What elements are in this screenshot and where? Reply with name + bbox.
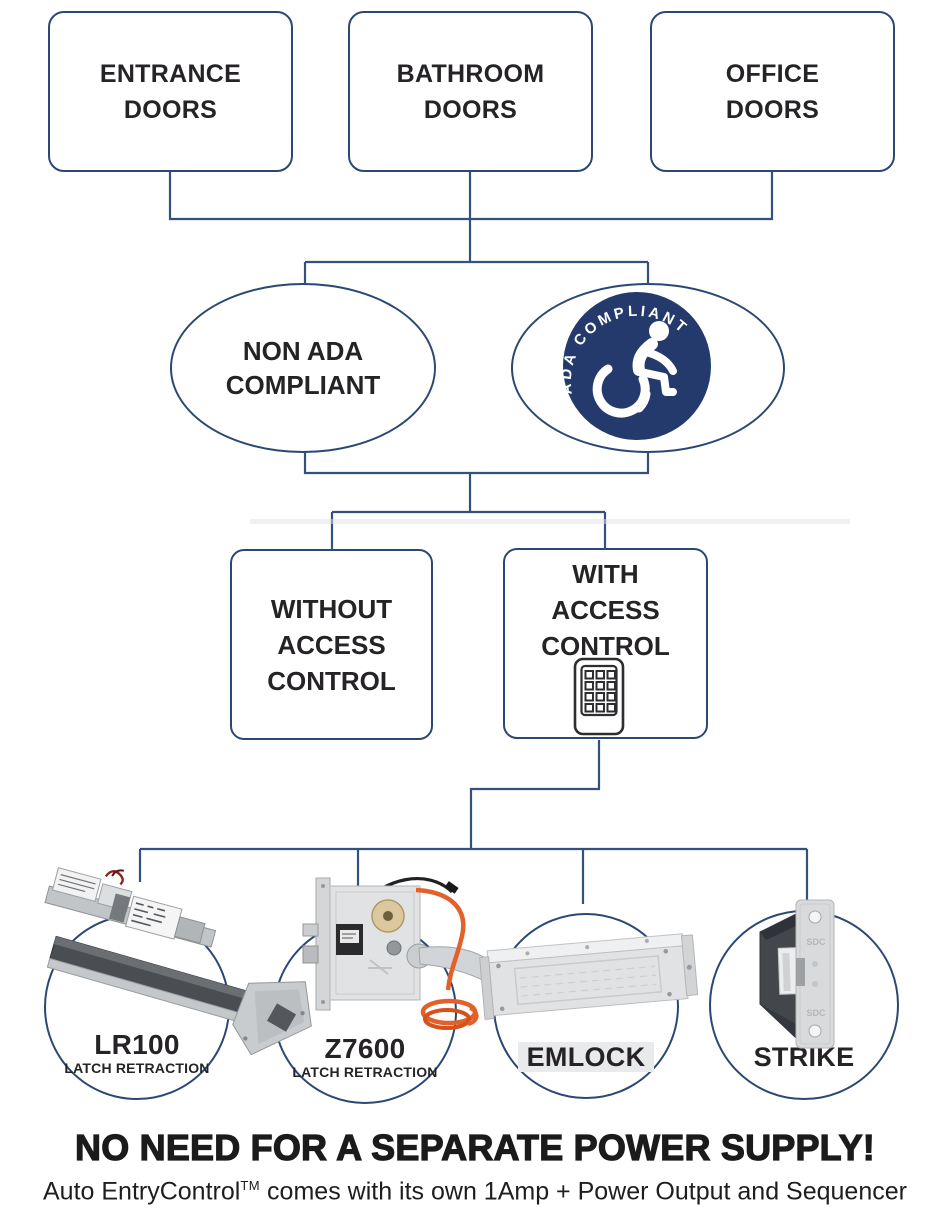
office-doors-line1: OFFICE xyxy=(725,59,820,88)
trademark-superscript: TM xyxy=(240,1178,261,1193)
entrance-doors-line2: DOORS xyxy=(123,95,218,124)
z7600-label: Z7600 LATCH RETRACTION xyxy=(275,1033,455,1081)
bathroom-doors-line2: DOORS xyxy=(423,95,518,124)
bathroom-doors-box: BATHROOM DOORS xyxy=(348,11,593,172)
non-ada-line1: NON ADA xyxy=(242,336,364,366)
emlock-name: EMLOCK xyxy=(517,1042,655,1072)
without-access-line3: CONTROL xyxy=(267,665,396,696)
emlock-label: EMLOCK xyxy=(496,1042,676,1072)
non-ada-line2: COMPLIANT xyxy=(225,370,381,400)
office-doors-line2: DOORS xyxy=(725,95,820,124)
without-access-control-box: WITHOUT ACCESS CONTROL xyxy=(230,549,433,740)
connector-lines xyxy=(138,172,809,906)
footer-subtitle: Auto EntryControlTM comes with its own 1… xyxy=(0,1168,950,1209)
ada-compliant-oval xyxy=(511,283,785,453)
shadow-artifact-band xyxy=(250,519,850,524)
connector-top-row xyxy=(168,172,774,284)
with-access-control-box: WITH ACCESS CONTROL xyxy=(503,548,708,739)
footer-subtitle-prefix: Auto EntryControl xyxy=(43,1177,241,1206)
strike-label: STRIKE xyxy=(714,1042,894,1072)
bathroom-doors-line1: BATHROOM xyxy=(396,59,545,88)
lr100-label: LR100 LATCH RETRACTION xyxy=(47,1029,227,1077)
with-access-line1: WITH xyxy=(572,559,639,589)
office-doors-box: OFFICE DOORS xyxy=(650,11,895,172)
strike-name: STRIKE xyxy=(753,1042,855,1072)
connector-access-to-products xyxy=(138,740,809,906)
connector-compliance-to-access xyxy=(303,452,650,550)
without-access-line1: WITHOUT xyxy=(270,593,393,624)
without-access-line2: ACCESS xyxy=(277,629,386,660)
lr100-name: LR100 xyxy=(94,1029,180,1060)
with-access-line2: ACCESS xyxy=(551,595,660,625)
lr100-subtitle: LATCH RETRACTION xyxy=(64,1060,210,1076)
z7600-subtitle: LATCH RETRACTION xyxy=(292,1064,438,1080)
entrance-doors-box: ENTRANCE DOORS xyxy=(48,11,293,172)
footer-subtitle-rest: comes with its own 1Amp + Power Output a… xyxy=(260,1177,907,1206)
non-ada-compliant-oval: NON ADA COMPLIANT xyxy=(170,283,436,453)
z7600-name: Z7600 xyxy=(324,1033,406,1064)
no-power-supply-headline: NO NEED FOR A SEPARATE POWER SUPPLY! xyxy=(74,1127,875,1168)
entrance-doors-line1: ENTRANCE xyxy=(99,59,242,88)
with-access-line3: CONTROL xyxy=(541,631,670,661)
